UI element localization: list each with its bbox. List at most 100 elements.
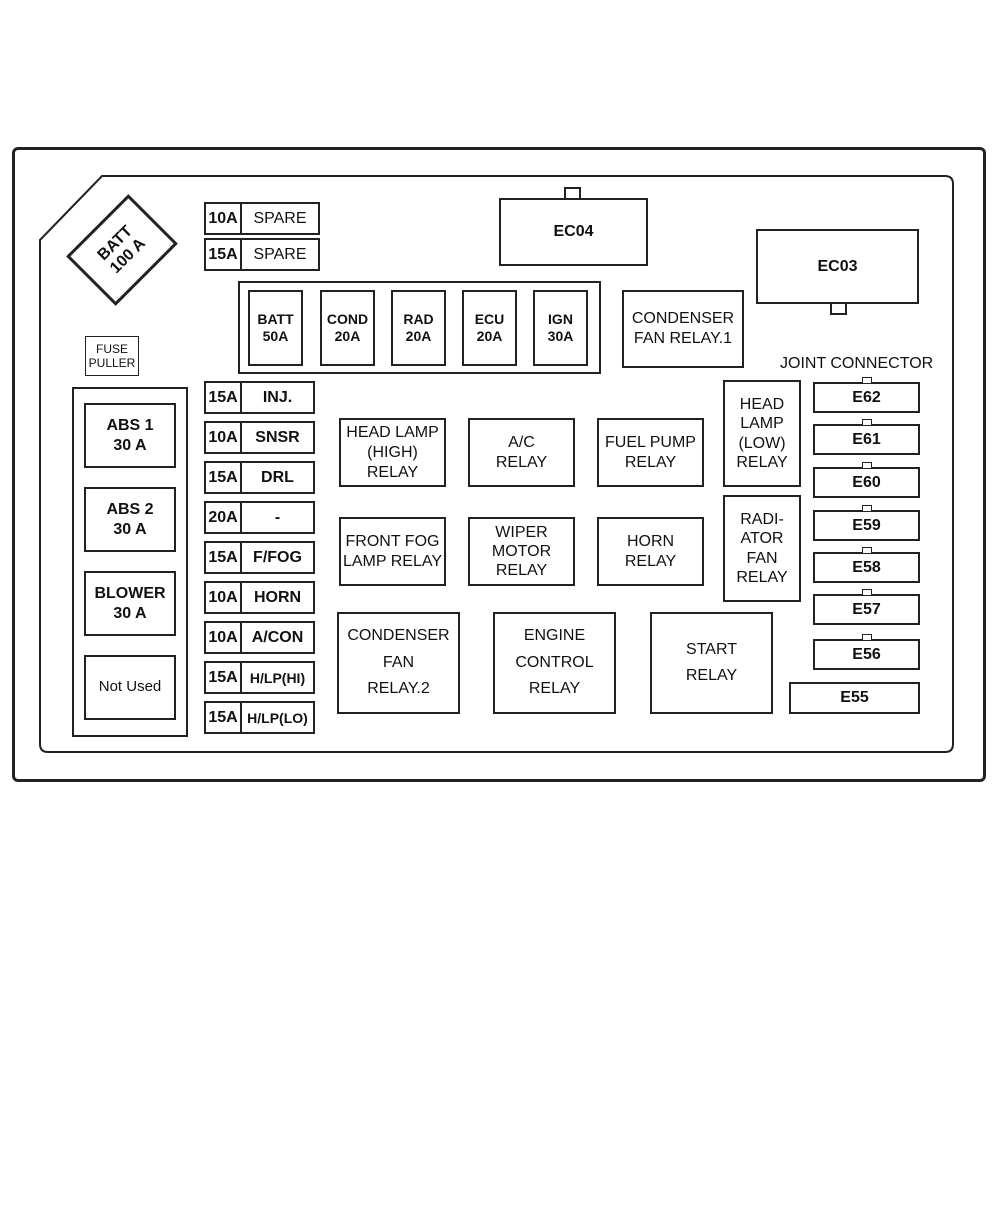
relay-label: HEAD LAMP (LOW) RELAY [736, 396, 788, 471]
fuse-a-con: 10A A/CON [204, 621, 315, 654]
relay-engine-control: ENGINE CONTROL RELAY [493, 612, 616, 714]
fusible-link-group [238, 281, 601, 374]
relay-wiper-motor: WIPER MOTOR RELAY [468, 517, 575, 586]
relay-start: START RELAY [650, 612, 773, 714]
fuse-amp: 10A [206, 204, 242, 233]
fuse-box-panel [39, 175, 954, 753]
joint-connector-e62: E62 [813, 377, 920, 413]
connector-ec04-label: EC04 [553, 223, 594, 240]
joint-connector-e59: E59 [813, 505, 920, 541]
fuse-box-housing [12, 147, 986, 782]
fuse-name: SPARE [253, 245, 307, 263]
fuse-amp: 15A [206, 463, 242, 492]
connector-notch [861, 377, 872, 383]
fuse-amp: 20A [206, 503, 242, 532]
fuse-not-used-label: Not Used [98, 678, 162, 696]
fuse-spare-2: 15A SPARE [204, 238, 320, 271]
fuse-amp: 15A [206, 703, 242, 732]
joint-connector-label: E62 [852, 388, 881, 406]
connector-notch [861, 589, 872, 595]
fuse-amp: 15A [206, 543, 242, 572]
fuse-name: DRL [261, 468, 294, 486]
joint-connector-e55: E55 [789, 682, 920, 714]
fuse-abs-1-label: ABS 1 30 A [106, 416, 154, 454]
joint-connector-label: E60 [852, 473, 881, 491]
connector-ec03-label: EC03 [817, 257, 858, 275]
fuse-name: H/LP(LO) [247, 709, 308, 726]
relay-head-lamp-low: HEAD LAMP (LOW) RELAY [723, 380, 801, 487]
relay-label: CONDENSER FAN RELAY.1 [631, 310, 735, 347]
connector-notch [861, 419, 872, 425]
joint-connector-label: E58 [852, 558, 881, 576]
battery-main-fuse-label: BATT 100 A [94, 222, 149, 277]
fuse-name: SPARE [253, 209, 307, 227]
fuse-inj: 15A INJ. [204, 381, 315, 414]
fusible-link-label: BATT 50A [257, 310, 294, 345]
fuse-amp: 10A [206, 583, 242, 612]
fuse-drl: 15A DRL [204, 461, 315, 494]
fuse-name: SNSR [255, 428, 300, 446]
relay-label: ENGINE CONTROL RELAY [515, 627, 594, 698]
fuse-puller: FUSE PULLER [85, 336, 139, 376]
relay-label: RADI- ATOR FAN RELAY [736, 511, 788, 586]
relay-condenser-fan-1: CONDENSER FAN RELAY.1 [622, 290, 744, 368]
left-fuse-group [72, 387, 188, 737]
joint-connector-e60: E60 [813, 462, 920, 498]
joint-connector-title: JOINT CONNECTOR [780, 355, 934, 372]
fuse-unassigned: 20A - [204, 501, 315, 534]
joint-connector-e57: E57 [813, 589, 920, 625]
joint-connector-label: E61 [852, 430, 881, 448]
relay-label: CONDENSER FAN RELAY.2 [347, 627, 450, 698]
fuse-amp: 10A [206, 623, 242, 652]
fusible-link-label: ECU 20A [474, 310, 505, 345]
fuse-name: H/LP(HI) [249, 669, 306, 686]
fusible-link-label: COND 20A [326, 310, 369, 345]
fuse-not-used: Not Used [84, 655, 176, 720]
relay-condenser-fan-2: CONDENSER FAN RELAY.2 [337, 612, 460, 714]
fuse-snsr: 10A SNSR [204, 421, 315, 454]
fusible-link-label: RAD 20A [403, 310, 434, 345]
fuse-abs-2: ABS 2 30 A [84, 487, 176, 552]
fuse-blower: BLOWER 30 A [84, 571, 176, 636]
joint-connector-e56: E56 [813, 634, 920, 670]
joint-connector-label: E59 [852, 516, 881, 534]
fuse-h-lp-hi: 15A H/LP(HI) [204, 661, 315, 694]
relay-label: HORN RELAY [624, 532, 677, 570]
fusible-link-label: IGN 30A [547, 310, 574, 345]
fuse-amp: 15A [206, 663, 242, 692]
connector-notch [861, 462, 872, 468]
relay-label: A/C RELAY [495, 433, 548, 471]
fuse-abs-2-label: ABS 2 30 A [106, 500, 154, 538]
joint-connector-e61: E61 [813, 419, 920, 455]
relay-fuel-pump: FUEL PUMP RELAY [597, 418, 704, 487]
fuse-name: HORN [253, 588, 302, 606]
fusible-link-batt: BATT 50A [248, 290, 303, 366]
fuse-puller-label: FUSE PULLER [88, 341, 136, 370]
fuse-amp: 10A [206, 423, 242, 452]
ec03-connector-tab [830, 302, 847, 315]
fusible-link-ign: IGN 30A [533, 290, 588, 366]
relay-ac: A/C RELAY [468, 418, 575, 487]
joint-connector-label: E56 [852, 645, 881, 663]
connector-notch [861, 634, 872, 640]
fuse-name: - [274, 508, 281, 526]
connector-notch [861, 547, 872, 553]
relay-label: HEAD LAMP (HIGH) RELAY [346, 423, 439, 481]
fusible-link-cond: COND 20A [320, 290, 375, 366]
joint-connector-label: E55 [840, 689, 869, 706]
fuse-name: A/CON [251, 628, 304, 646]
fuse-blower-label: BLOWER 30 A [94, 584, 166, 622]
relay-head-lamp-high: HEAD LAMP (HIGH) RELAY [339, 418, 446, 487]
fuse-amp: 15A [206, 240, 242, 269]
relay-label: FRONT FOG LAMP RELAY [342, 532, 442, 570]
fuse-name: F/FOG [253, 548, 302, 566]
fusible-link-ecu: ECU 20A [462, 290, 517, 366]
connector-notch [861, 505, 872, 511]
relay-label: FUEL PUMP RELAY [605, 433, 696, 471]
fuse-amp: 15A [206, 383, 242, 412]
connector-ec04: EC04 [499, 198, 648, 266]
relay-label: WIPER MOTOR RELAY [491, 523, 552, 580]
fuse-name: INJ. [262, 388, 293, 406]
fuse-h-lp-lo: 15A H/LP(LO) [204, 701, 315, 734]
fuse-f-fog: 15A F/FOG [204, 541, 315, 574]
